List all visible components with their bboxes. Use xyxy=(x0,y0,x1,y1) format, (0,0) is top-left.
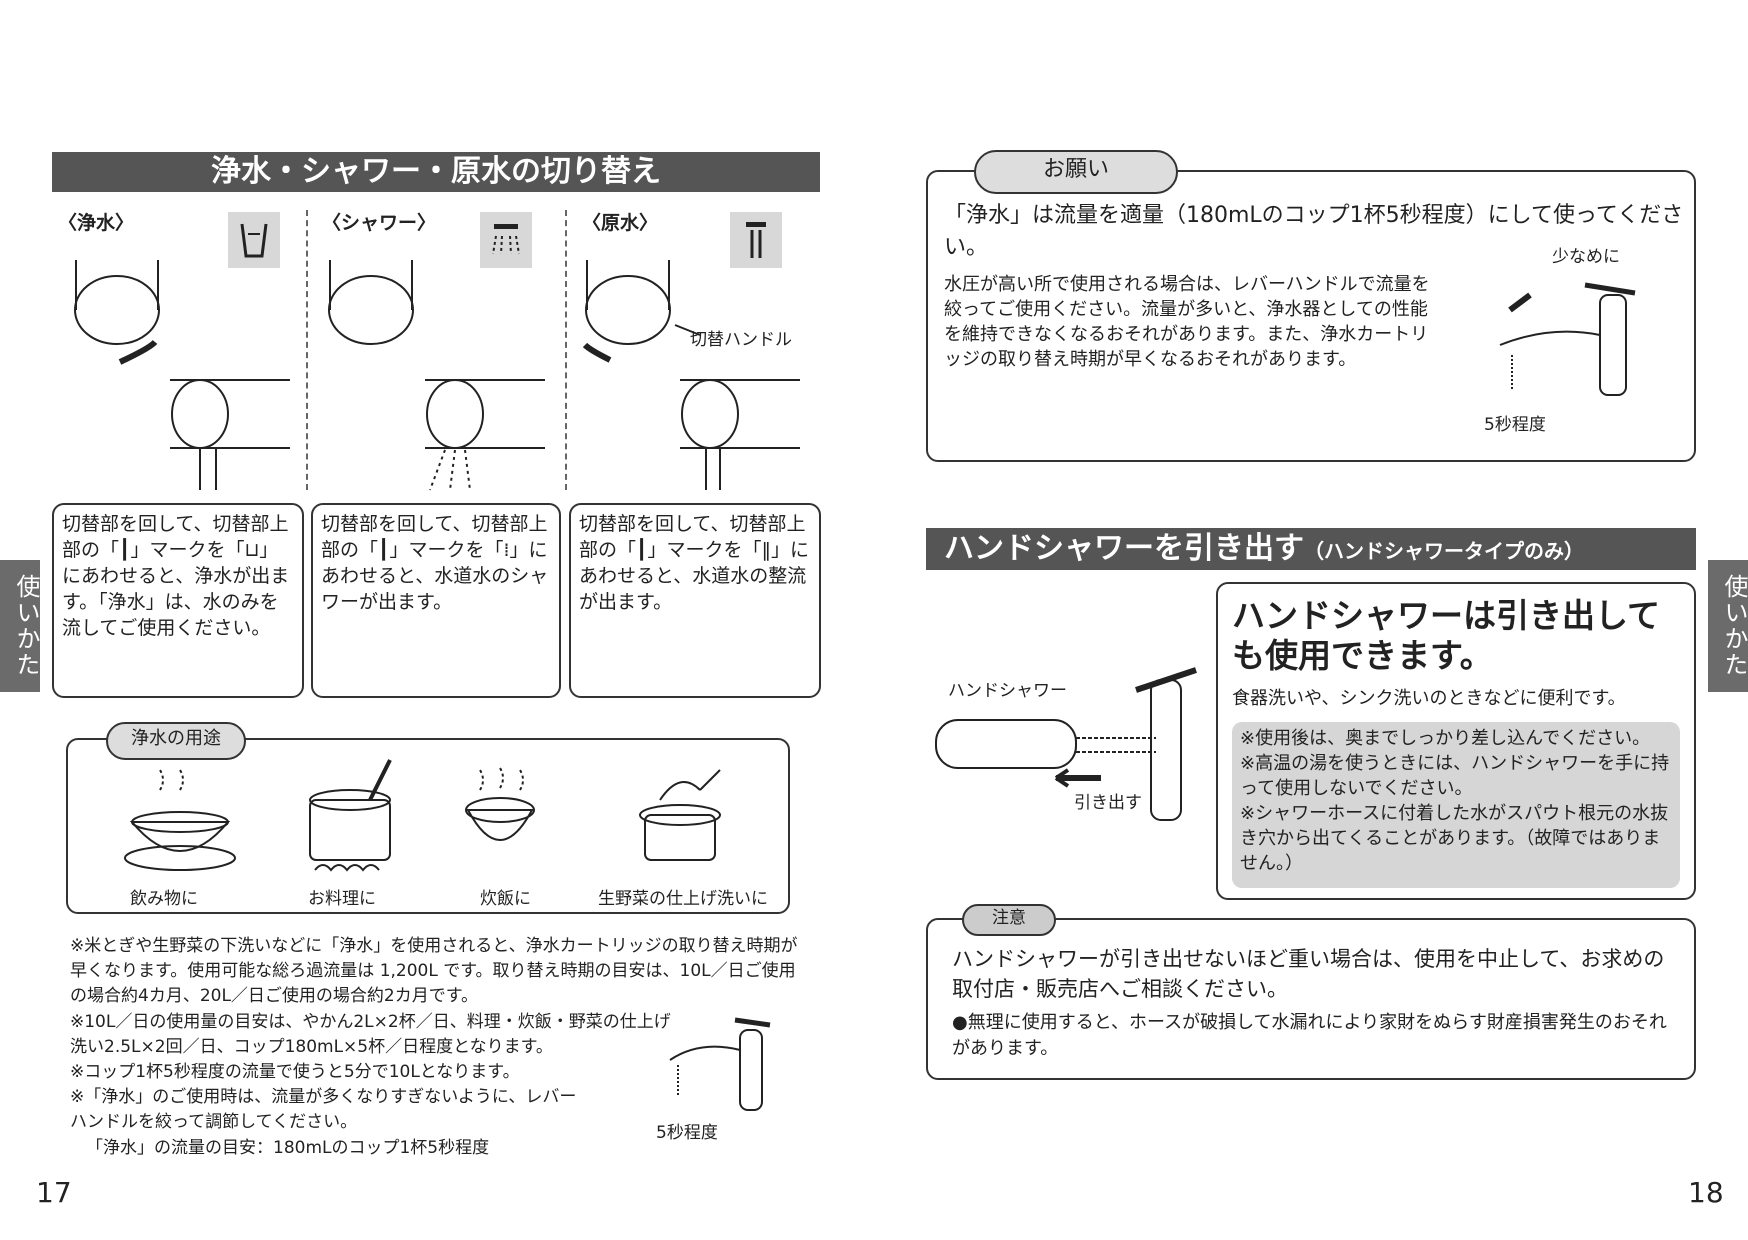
page-number-left: 17 xyxy=(36,1176,72,1209)
note-3: ※コップ1杯5秒程度の流量で使うと5分で10Lとなります。 xyxy=(70,1062,520,1082)
use-label-vegetables: 生野菜の仕上げ洗いに xyxy=(598,889,768,909)
feature-note-1: ※使用後は、奥までしっかり差し込んでください。 xyxy=(1240,728,1651,749)
hand-shower-subtitle: （ハンドシャワータイプのみ） xyxy=(1304,539,1584,563)
straight-flow-icon xyxy=(730,212,782,268)
request-box xyxy=(926,170,1696,462)
uses-box xyxy=(66,738,790,914)
feature-note-2: ※高温の湯を使うときには、ハンドシャワーを手に持って使用しないでください。 xyxy=(1240,753,1670,799)
use-label-cooking: お料理に xyxy=(308,889,376,909)
hand-shower-title-bar: ハンドシャワーを引き出す（ハンドシャワータイプのみ） xyxy=(926,528,1696,570)
feature-note-3: ※シャワーホースに付着した水がスパウト根元の水抜き穴から出てくることがあります。… xyxy=(1240,803,1669,874)
uses-title: 浄水の用途 xyxy=(106,722,246,760)
request-main: 「浄水」は流量を適量（180mLのコップ1杯5秒程度）にして使ってください。 xyxy=(944,203,1684,260)
page-number-right: 18 xyxy=(1688,1176,1724,1209)
mode-label-gensui: 〈原水〉 xyxy=(582,212,659,234)
request-faucet-icon xyxy=(1499,282,1636,396)
caution-box xyxy=(926,918,1696,1080)
faucet-small-label: 5秒程度 xyxy=(656,1123,718,1143)
faucet-small-icon xyxy=(669,1017,771,1111)
note-4: ※「浄水」のご使用時は、流量が多くなりすぎないように、レバーハンドルを絞って調節… xyxy=(70,1087,577,1132)
step-box-shower: 切替部を回して、切替部上部の「┃」マークを「⁞」にあわせると、水道水のシャワーが… xyxy=(311,503,561,698)
caution-title: 注意 xyxy=(962,904,1056,936)
hand-shower-illustration xyxy=(935,667,1197,821)
use-label-drinks: 飲み物に xyxy=(130,889,198,909)
hand-shower-title: ハンドシャワーを引き出す xyxy=(944,531,1304,566)
feature-notes-panel: ※使用後は、奥までしっかり差し込んでください。 ※高温の湯を使うときには、ハンド… xyxy=(1232,722,1680,888)
step-box-gensui: 切替部を回して、切替部上部の「┃」マークを「‖」にあわせると、水道水の整流が出ま… xyxy=(569,503,821,698)
uses-illustrations xyxy=(124,759,721,872)
request-title: お願い xyxy=(974,150,1178,194)
shower-mark-icon xyxy=(480,212,532,268)
side-tab-left: 使いかた xyxy=(0,560,40,692)
faucet-illustrations xyxy=(74,260,800,491)
use-label-rice: 炊飯に xyxy=(480,889,531,909)
note-1: ※米とぎや生野菜の下洗いなどに「浄水」を使用されると、浄水カートリッジの取り替え… xyxy=(70,936,798,1006)
request-body: 水圧が高い所で使用される場合は、レバーハンドルで流量を絞ってご使用ください。流量… xyxy=(944,274,1430,370)
feature-title: ハンドシャワーは引き出しても使用できます。 xyxy=(1232,596,1661,675)
note-2: ※10L／日の使用量の目安は、やかん2L×2杯／日、料理・炊飯・野菜の仕上げ洗い… xyxy=(70,1012,671,1057)
hand-shower-label: ハンドシャワー xyxy=(948,681,1067,701)
side-tab-right: 使いかた xyxy=(1708,560,1748,692)
pull-label: 引き出す xyxy=(1074,793,1142,813)
left-section-title: 浄水・シャワー・原水の切り替え xyxy=(52,152,820,192)
mode-label-jousui: 〈浄水〉 xyxy=(58,212,135,234)
request-seconds: 5秒程度 xyxy=(1484,415,1546,435)
feature-desc: 食器洗いや、シンク洗いのときなどに便利です。 xyxy=(1232,688,1626,709)
handle-label: 切替ハンドル xyxy=(690,330,792,350)
cup-icon xyxy=(228,212,280,268)
divider-1 xyxy=(306,210,308,490)
step-box-jousui: 切替部を回して、切替部上部の「┃」マークを「⊔」にあわせると、浄水が出ます。「浄… xyxy=(52,503,304,698)
caution-main: ハンドシャワーが引き出せないほど重い場合は、使用を中止して、お求めの取付店・販売… xyxy=(952,947,1665,1001)
caution-sub: ●無理に使用すると、ホースが破損して水漏れにより家財をぬらす財産損害発生のおそれ… xyxy=(952,1012,1667,1059)
divider-2 xyxy=(565,210,567,490)
request-small-label: 少なめに xyxy=(1552,247,1620,267)
mode-label-shower: 〈シャワー〉 xyxy=(322,212,437,234)
note-5: 「浄水」の流量の目安：180mLのコップ1杯5秒程度 xyxy=(86,1138,490,1158)
